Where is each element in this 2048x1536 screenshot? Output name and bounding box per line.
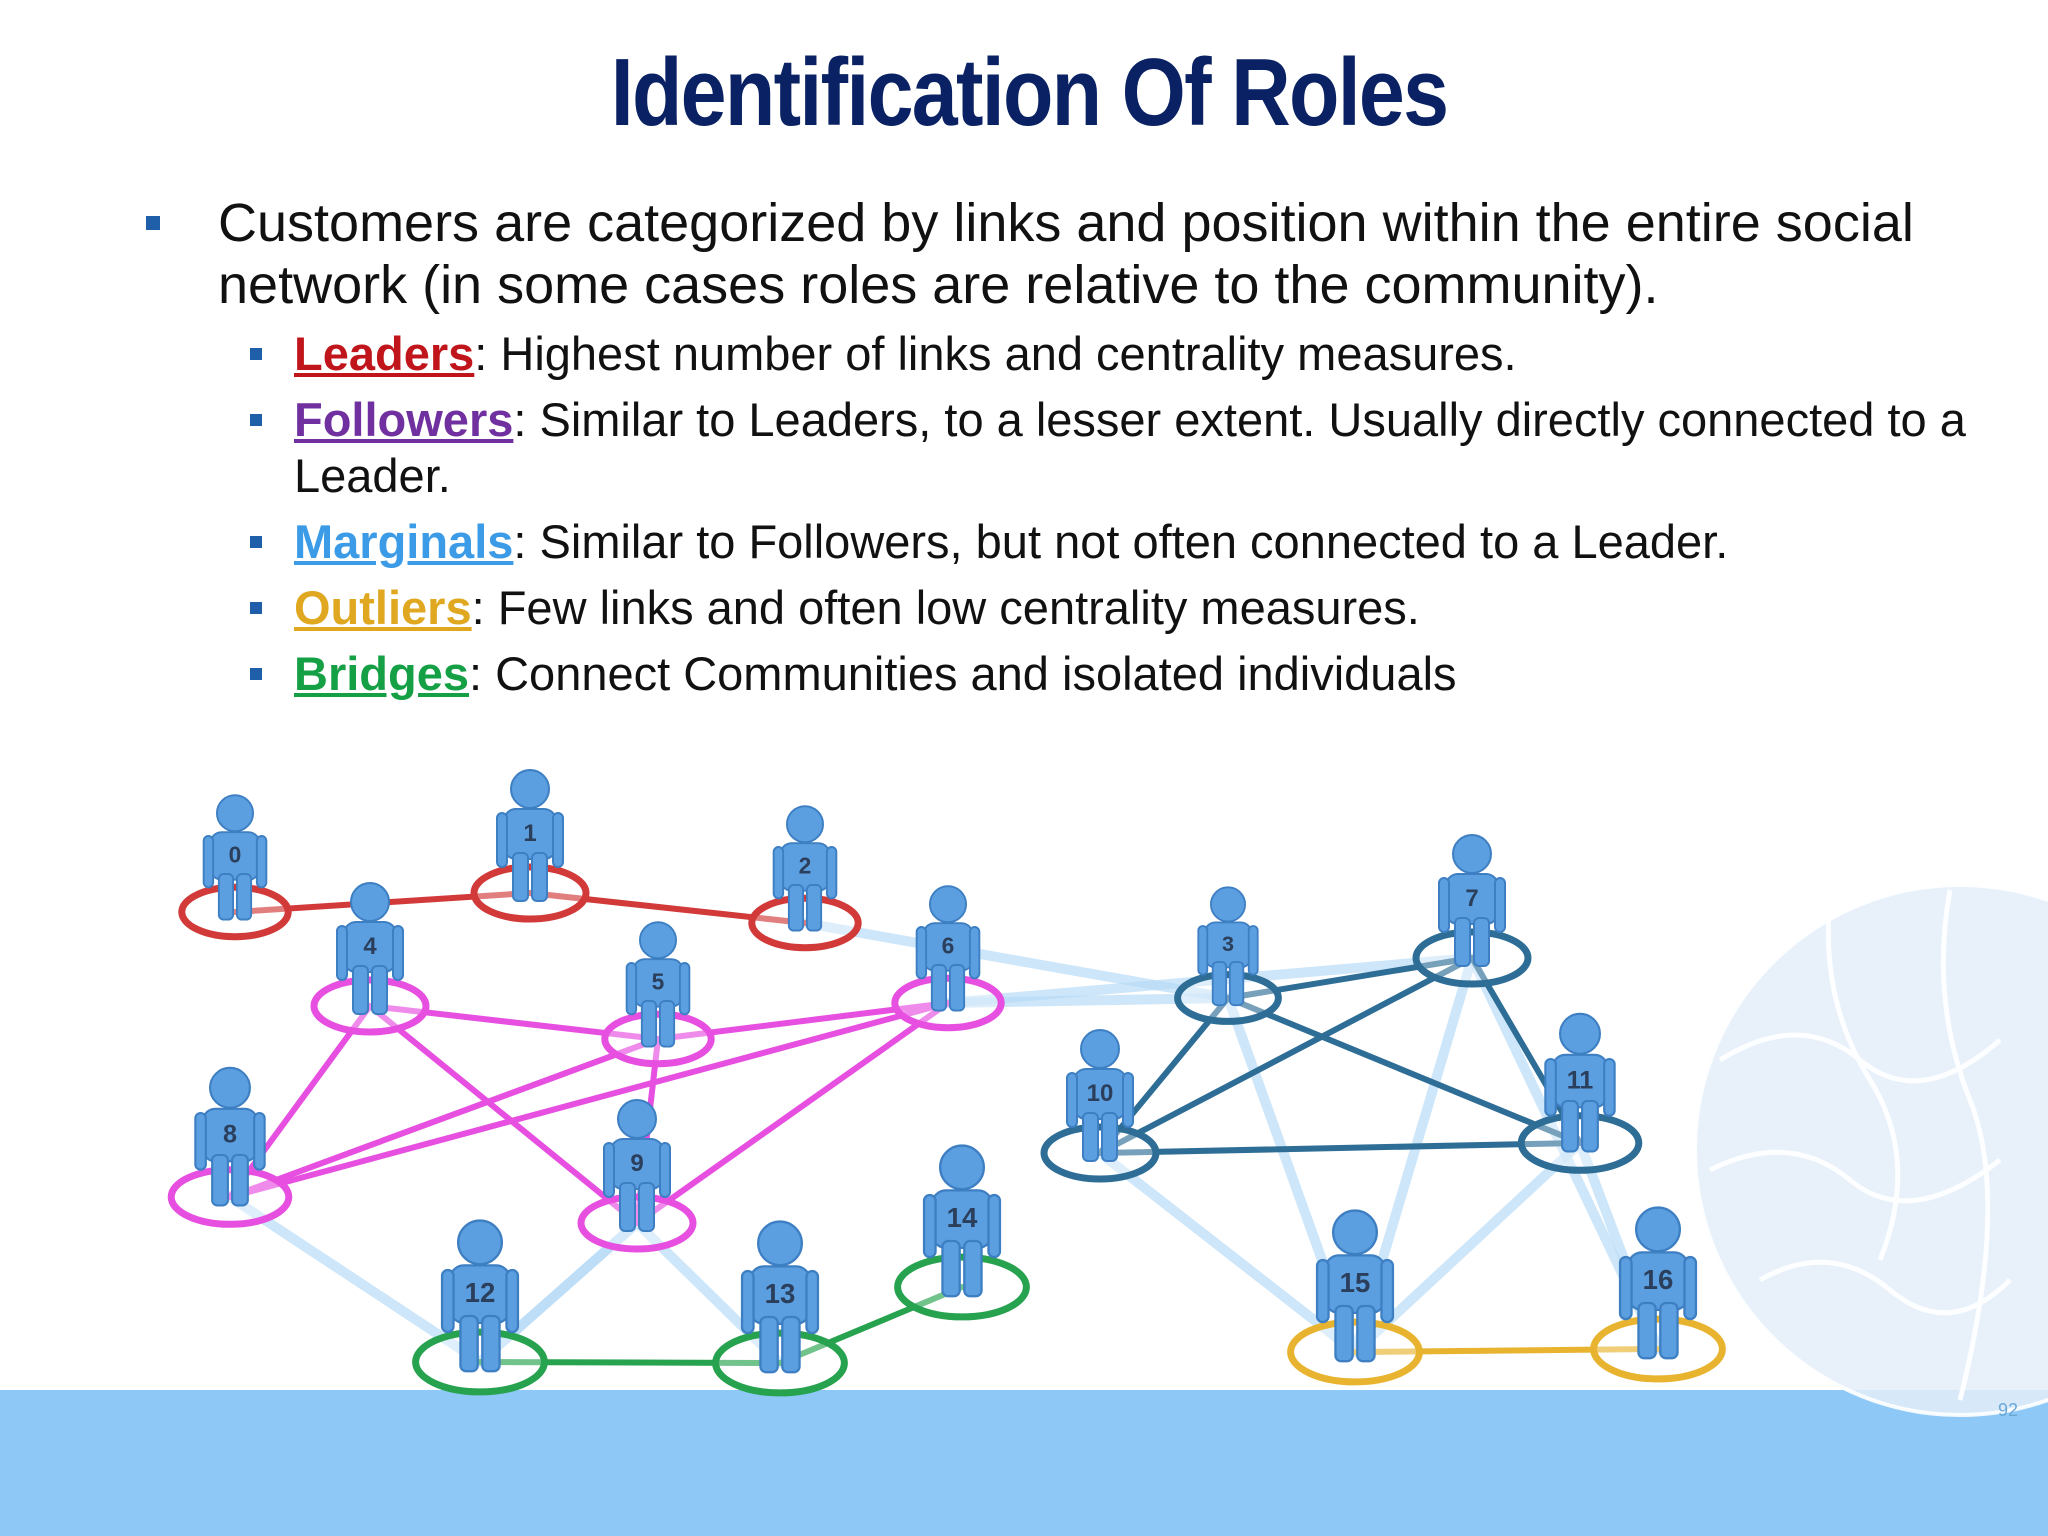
person-node-1: 1 xyxy=(496,769,564,902)
outlier-link xyxy=(1352,1346,1661,1355)
person-node-11: 11 xyxy=(1544,1012,1616,1153)
role-desc-marginals: : Similar to Followers, but not often co… xyxy=(513,515,1729,568)
follower-link xyxy=(634,1000,951,1226)
bridge-link xyxy=(477,1359,783,1366)
node-rings xyxy=(167,863,1726,1397)
node-label-15: 15 xyxy=(1340,1267,1371,1298)
marginal-link xyxy=(225,1192,485,1367)
role-term-bridges: Bridges xyxy=(294,647,469,700)
follower-link xyxy=(227,1036,661,1200)
role-bullet-marginals: Marginals: Similar to Followers, but not… xyxy=(140,514,2000,570)
bridge-link xyxy=(777,1284,965,1366)
node-label-16: 16 xyxy=(1643,1264,1674,1295)
node-ring-6 xyxy=(891,974,1005,1032)
node-ring-10 xyxy=(1040,1123,1160,1183)
leader-link xyxy=(527,890,808,926)
node-ring-3 xyxy=(1174,971,1282,1025)
node-ring-2 xyxy=(748,894,862,952)
main-bullet-text: Customers are categorized by links and p… xyxy=(218,193,1914,315)
marginal-link xyxy=(943,953,1477,1008)
community-2-link xyxy=(1097,955,1475,1156)
role-bullet-bridges: Bridges: Connect Communities and isolate… xyxy=(140,646,2000,702)
slide-title: Identification Of Roles xyxy=(610,39,1449,146)
bullet-square-icon xyxy=(250,348,262,360)
bullet-square-icon xyxy=(250,414,262,426)
node-ring-0 xyxy=(178,883,292,941)
role-desc-followers: : Similar to Leaders, to a lesser extent… xyxy=(294,393,1966,502)
node-label-5: 5 xyxy=(652,969,665,995)
person-node-15: 15 xyxy=(1315,1209,1395,1363)
role-desc-bridges: : Connect Communities and isolated indiv… xyxy=(469,647,1457,700)
network-edges xyxy=(227,890,1661,1366)
community-2-link xyxy=(1097,1140,1583,1156)
bullet-square-icon xyxy=(250,536,262,548)
person-node-3: 3 xyxy=(1197,886,1259,1007)
role-term-marginals: Marginals xyxy=(294,515,514,568)
node-ring-14 xyxy=(894,1253,1030,1321)
node-ring-8 xyxy=(167,1166,293,1228)
bullet-square-icon xyxy=(146,216,160,230)
node-ring-5 xyxy=(601,1010,715,1068)
role-desc-outliers: : Few links and often low centrality mea… xyxy=(471,581,1420,634)
node-ring-12 xyxy=(412,1328,548,1396)
node-label-3: 3 xyxy=(1222,931,1234,956)
person-node-9: 9 xyxy=(603,1099,671,1232)
role-term-leaders: Leaders xyxy=(294,327,475,380)
person-node-13: 13 xyxy=(740,1220,820,1374)
person-node-0: 0 xyxy=(202,794,268,921)
node-label-2: 2 xyxy=(799,853,812,879)
follower-link xyxy=(367,1003,640,1226)
node-label-7: 7 xyxy=(1465,885,1478,912)
person-node-12: 12 xyxy=(440,1219,520,1373)
node-label-1: 1 xyxy=(523,820,536,847)
person-node-10: 10 xyxy=(1066,1029,1134,1162)
node-label-9: 9 xyxy=(630,1150,643,1177)
bullet-square-icon xyxy=(250,602,262,614)
node-ring-15 xyxy=(1287,1318,1423,1386)
person-node-5: 5 xyxy=(625,921,691,1048)
person-node-6: 6 xyxy=(915,885,981,1012)
node-ring-13 xyxy=(712,1329,848,1397)
footer-band xyxy=(0,1390,2048,1536)
bullet-square-icon xyxy=(250,668,262,680)
role-term-followers: Followers xyxy=(294,393,514,446)
person-node-4: 4 xyxy=(336,882,404,1015)
community-2-link xyxy=(1225,995,1583,1146)
node-ring-11 xyxy=(1517,1112,1643,1174)
node-ring-7 xyxy=(1412,928,1532,988)
community-2-link xyxy=(1225,955,1475,1001)
node-label-0: 0 xyxy=(229,842,242,868)
person-node-7: 7 xyxy=(1438,834,1506,967)
node-label-4: 4 xyxy=(363,933,377,960)
bullet-list: Customers are categorized by links and p… xyxy=(140,192,2000,702)
marginal-link xyxy=(1095,1148,1360,1357)
person-node-14: 14 xyxy=(922,1144,1002,1298)
node-label-14: 14 xyxy=(947,1202,978,1233)
person-node-16: 16 xyxy=(1618,1206,1698,1360)
role-bullet-leaders: Leaders: Highest number of links and cen… xyxy=(140,326,2000,382)
node-ring-1 xyxy=(470,863,590,923)
node-label-11: 11 xyxy=(1567,1066,1594,1094)
main-bullet: Customers are categorized by links and p… xyxy=(140,192,2000,316)
person-node-2: 2 xyxy=(772,805,838,932)
node-label-12: 12 xyxy=(465,1277,496,1308)
node-label-6: 6 xyxy=(942,933,955,959)
follower-link xyxy=(227,1000,951,1200)
node-ring-9 xyxy=(577,1193,697,1253)
globe-decoration xyxy=(1693,883,2048,1417)
node-ring-4 xyxy=(310,976,430,1036)
node-label-10: 10 xyxy=(1087,1080,1114,1107)
page-number: 92 xyxy=(1997,1400,2018,1420)
node-label-13: 13 xyxy=(765,1278,796,1309)
role-bullet-outliers: Outliers: Few links and often low centra… xyxy=(140,580,2000,636)
node-label-8: 8 xyxy=(223,1120,237,1148)
role-desc-leaders: : Highest number of links and centrality… xyxy=(474,327,1517,380)
node-ring-16 xyxy=(1590,1315,1726,1383)
person-node-8: 8 xyxy=(194,1066,266,1207)
role-term-outliers: Outliers xyxy=(294,581,472,634)
role-bullet-followers: Followers: Similar to Leaders, to a less… xyxy=(140,392,2000,504)
